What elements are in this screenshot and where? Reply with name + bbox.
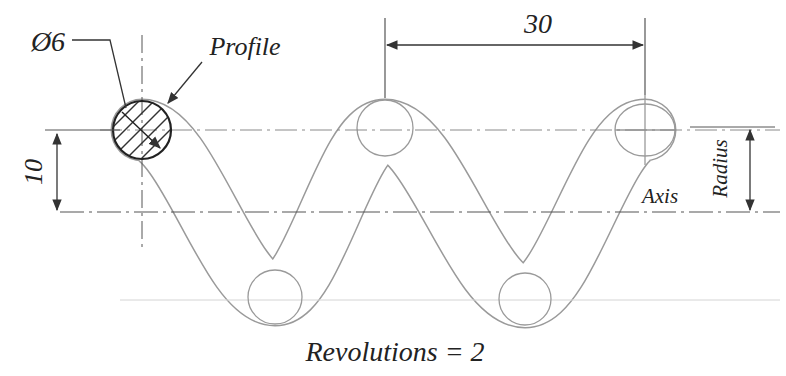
dimension-line [56,134,57,210]
diameter-dimension: Ø6 [28,27,68,57]
construction-line [120,300,780,301]
dimension-line [749,130,750,210]
profile-circle [113,101,171,159]
pitch-dimension: 30 [521,9,555,39]
offset-dimension: 10 [20,156,48,188]
axis-label: Axis [639,185,681,208]
extension-line [690,127,775,128]
dimension-line [387,44,643,45]
profile-leader [168,62,202,103]
profile-centerline [100,130,780,131]
radius-label: Radius [709,136,732,200]
diameter-leader [72,40,126,108]
extension-line [45,130,120,131]
profile-hatching [95,90,190,175]
diameter-arrow [122,112,160,148]
revolutions-note: Revolutions = 2 [302,337,487,367]
axis-line [60,211,780,212]
extension-line [644,18,645,95]
extension-line [384,18,385,98]
profile-label: Profile [206,33,283,61]
